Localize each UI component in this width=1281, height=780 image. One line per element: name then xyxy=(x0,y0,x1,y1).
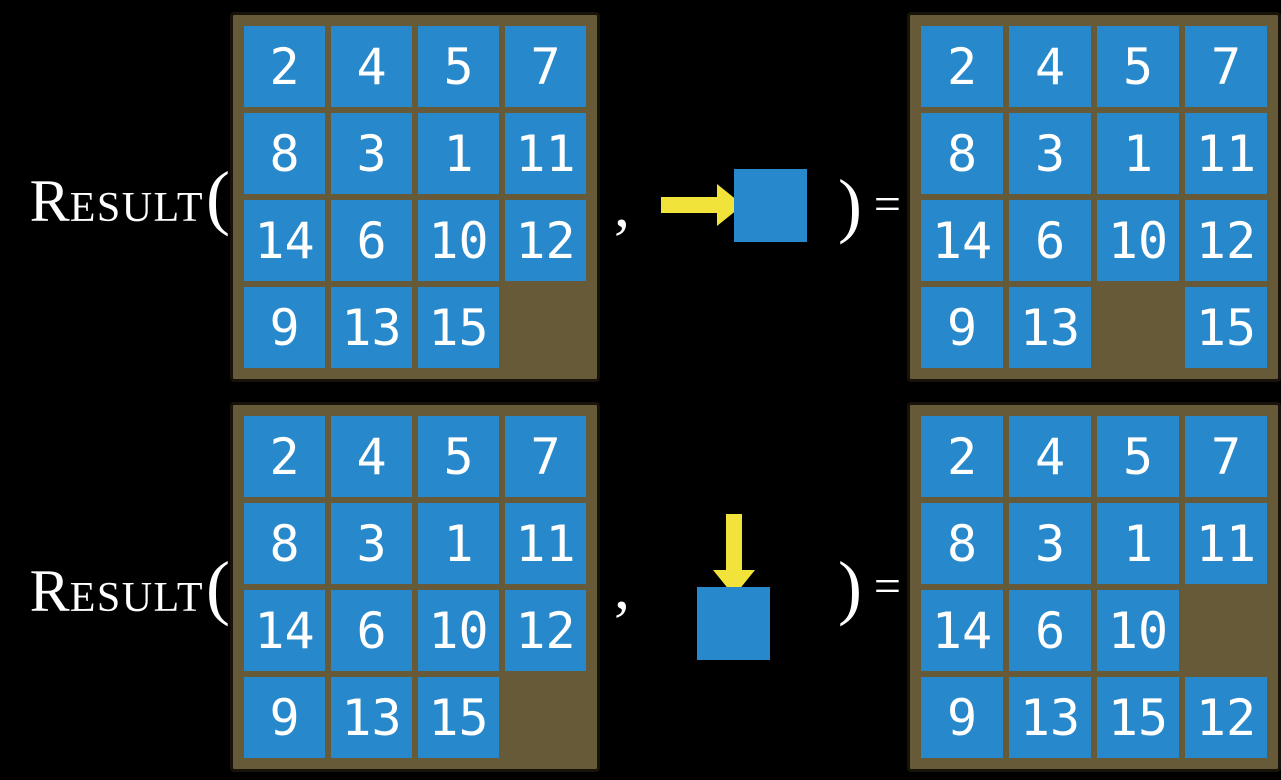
tile-14: 14 xyxy=(244,200,325,281)
tile-13: 13 xyxy=(1009,677,1091,758)
operand-separator-move-down: , ) = xyxy=(600,514,907,660)
tile-7: 7 xyxy=(505,416,586,497)
tile-4: 4 xyxy=(331,416,412,497)
tile-6: 6 xyxy=(331,200,412,281)
tile-6: 6 xyxy=(331,590,412,671)
tile-6: 6 xyxy=(1009,200,1091,281)
open-paren: ( xyxy=(206,157,230,237)
tile-11: 11 xyxy=(505,113,586,194)
tile-3: 3 xyxy=(331,503,412,584)
tile-2: 2 xyxy=(921,416,1003,497)
tile-10: 10 xyxy=(1097,200,1179,281)
tile-14: 14 xyxy=(921,200,1003,281)
close-paren: ) xyxy=(837,547,862,627)
tile-9: 9 xyxy=(921,677,1003,758)
function-name-initial: R xyxy=(29,168,70,234)
tile-8: 8 xyxy=(921,503,1003,584)
tile-7: 7 xyxy=(505,26,586,107)
tile-5: 5 xyxy=(1097,26,1179,107)
equals-sign: = xyxy=(873,178,901,231)
function-label: RESULT( xyxy=(0,551,230,623)
tile-12: 12 xyxy=(1185,200,1267,281)
tile-12: 12 xyxy=(505,200,586,281)
move-operand-wrap xyxy=(630,168,838,242)
tile-2: 2 xyxy=(244,26,325,107)
tile-1: 1 xyxy=(418,113,499,194)
close-paren: ) xyxy=(837,165,862,245)
tile-2: 2 xyxy=(244,416,325,497)
tile-5: 5 xyxy=(1097,416,1179,497)
move-down-operand xyxy=(697,514,771,660)
operand-separator-move-right: , ) = xyxy=(600,168,907,242)
function-name: RESULT( xyxy=(30,551,230,623)
tile-4: 4 xyxy=(331,26,412,107)
tile-7: 7 xyxy=(1185,26,1267,107)
tile-9: 9 xyxy=(921,287,1003,368)
tile-1: 1 xyxy=(418,503,499,584)
tile-15: 15 xyxy=(1097,677,1179,758)
tile-2: 2 xyxy=(921,26,1003,107)
tile-3: 3 xyxy=(1009,503,1091,584)
tile-7: 7 xyxy=(1185,416,1267,497)
comma: , xyxy=(614,169,630,240)
tile-5: 5 xyxy=(418,416,499,497)
arrow-down-icon xyxy=(712,514,755,596)
tile-8: 8 xyxy=(244,113,325,194)
move-right-operand xyxy=(660,168,807,242)
move-operand-wrap xyxy=(630,514,838,660)
blank-tile-square xyxy=(733,168,807,242)
tile-11: 11 xyxy=(1185,113,1267,194)
function-label: RESULT( xyxy=(0,161,230,233)
closing-group: ) = xyxy=(838,169,901,241)
tile-13: 13 xyxy=(1009,287,1091,368)
tile-1: 1 xyxy=(1097,113,1179,194)
function-name-initial: R xyxy=(29,558,70,624)
function-name-rest: ESULT xyxy=(69,575,205,621)
closing-group: ) = xyxy=(838,551,901,623)
open-paren: ( xyxy=(206,547,230,627)
tile-3: 3 xyxy=(1009,113,1091,194)
tile-1: 1 xyxy=(1097,503,1179,584)
tile-15: 15 xyxy=(418,287,499,368)
tile-15: 15 xyxy=(418,677,499,758)
equals-sign: = xyxy=(873,560,901,613)
tile-8: 8 xyxy=(921,113,1003,194)
tile-15: 15 xyxy=(1185,287,1267,368)
function-name-rest: ESULT xyxy=(69,185,205,231)
tile-11: 11 xyxy=(1185,503,1267,584)
tile-10: 10 xyxy=(418,590,499,671)
tile-11: 11 xyxy=(505,503,586,584)
tile-4: 4 xyxy=(1009,26,1091,107)
function-name: RESULT( xyxy=(30,161,230,233)
tile-12: 12 xyxy=(505,590,586,671)
tile-14: 14 xyxy=(921,590,1003,671)
tile-10: 10 xyxy=(418,200,499,281)
tile-12: 12 xyxy=(1185,677,1267,758)
blank-tile-square xyxy=(697,587,771,660)
arrow-right-icon xyxy=(660,184,743,226)
tile-9: 9 xyxy=(244,287,325,368)
tile-5: 5 xyxy=(418,26,499,107)
comma: , xyxy=(614,551,630,622)
tile-8: 8 xyxy=(244,503,325,584)
tile-6: 6 xyxy=(1009,590,1091,671)
empty-cell xyxy=(505,677,586,758)
tile-10: 10 xyxy=(1097,590,1179,671)
tile-4: 4 xyxy=(1009,416,1091,497)
empty-cell xyxy=(505,287,586,368)
tile-13: 13 xyxy=(331,287,412,368)
tile-9: 9 xyxy=(244,677,325,758)
tile-14: 14 xyxy=(244,590,325,671)
empty-cell xyxy=(1097,287,1179,368)
empty-cell xyxy=(1185,590,1267,671)
tile-3: 3 xyxy=(331,113,412,194)
tile-13: 13 xyxy=(331,677,412,758)
